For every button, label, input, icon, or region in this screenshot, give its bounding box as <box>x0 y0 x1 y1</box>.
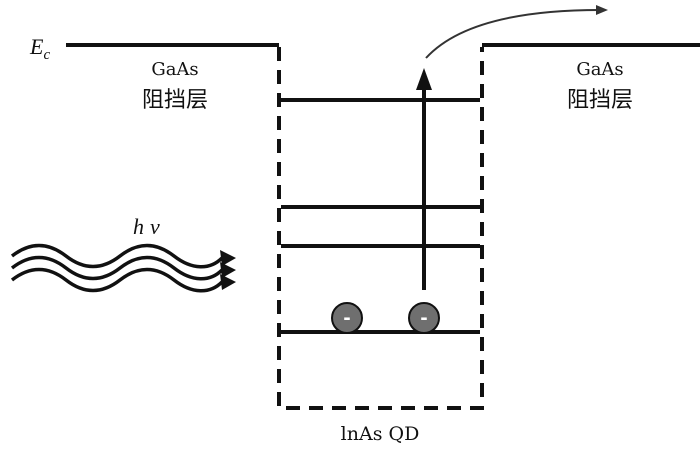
electron-icon: - <box>408 302 440 334</box>
photon-h: h <box>133 214 144 239</box>
electron-charge-1: - <box>343 308 350 329</box>
left-barrier-name: 阻挡层 <box>142 88 208 113</box>
right-barrier-name: 阻挡层 <box>567 88 633 113</box>
excitation-arrow-head <box>416 68 432 90</box>
photon-arrowheads <box>220 250 236 290</box>
escape-curve-arrow <box>425 9 601 59</box>
photon-nu: ν <box>150 214 160 239</box>
ec-symbol: E <box>29 34 44 59</box>
quantum-well-dashed-outline <box>277 47 484 410</box>
ec-subscript: c <box>43 47 50 63</box>
left-barrier-material: GaAs <box>151 59 198 80</box>
quantum-dot-label: lnAs QD <box>341 423 420 445</box>
right-barrier-material: GaAs <box>576 59 623 80</box>
ec-label: Ec <box>29 34 50 63</box>
escape-arrow-head <box>596 5 608 15</box>
wavy-photon-arrows-icon <box>10 243 224 293</box>
electron-charge-2: - <box>420 308 427 329</box>
electron-icon: - <box>331 302 363 334</box>
